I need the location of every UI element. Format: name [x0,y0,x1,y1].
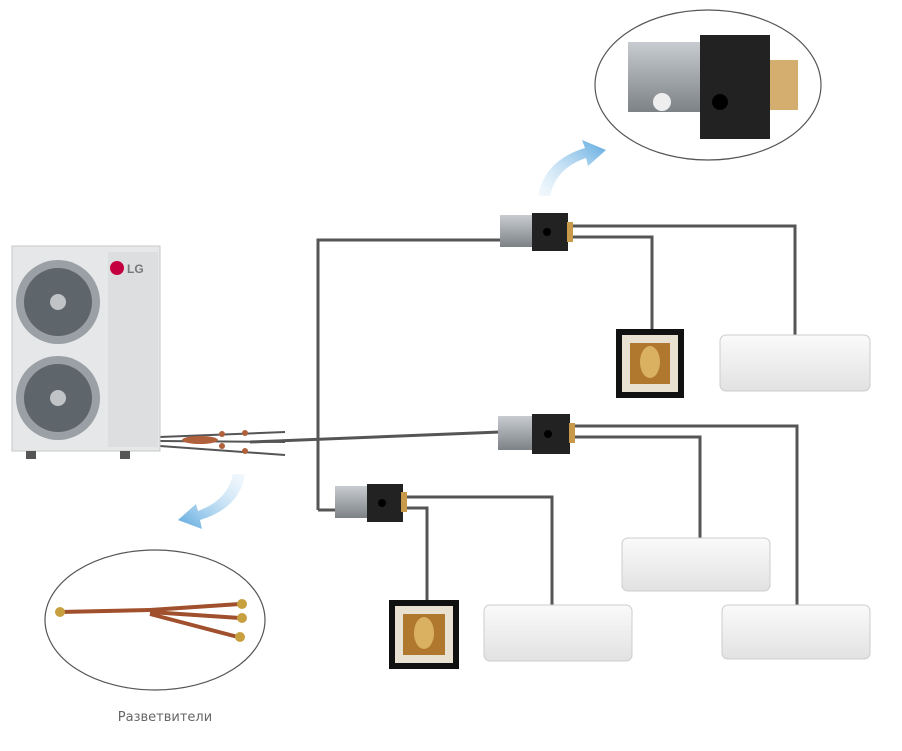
wall-unit [483,604,633,662]
branch-box-detail [594,9,822,161]
pipe-box2-wall-mid [575,435,702,540]
pipe-box3-cassette [403,506,429,602]
brand-logo: LG [127,262,144,276]
pipe-box1-wall [570,224,797,337]
pipe-box1-cassette [570,235,654,332]
pipe-branch-1 [316,238,505,510]
refnet-joint-icon [182,430,248,454]
pipe-box3-wall [403,495,554,607]
branch-box-2 [498,414,575,454]
wall-unit [719,334,871,392]
art-cool-unit [616,329,684,398]
wall-unit [721,604,871,660]
refrigerant-pipes [249,224,799,607]
outdoor-unit: LG [11,245,161,459]
lg-logo-icon [110,261,124,275]
art-cool-unit [389,600,459,669]
branch-box-3 [335,484,407,522]
refnet-caption: Разветвители [117,710,213,725]
pipe-box2-wall-far [575,424,799,607]
branch-box-1 [500,213,573,251]
wall-unit [621,537,771,592]
arrow-icon [178,474,245,529]
arrow-icon [538,140,606,196]
pipe-main [249,430,501,444]
refnet-detail [44,549,266,691]
